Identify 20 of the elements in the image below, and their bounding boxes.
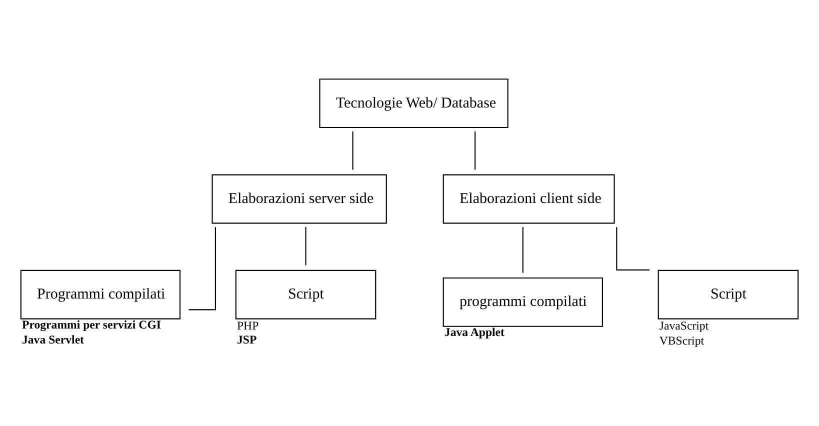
node-box: Script xyxy=(235,269,376,319)
connector xyxy=(522,226,524,272)
connector xyxy=(188,226,216,310)
node-box: Programmi compilati xyxy=(20,269,181,319)
node-label: JSP xyxy=(236,332,257,346)
connector xyxy=(352,130,354,170)
connector xyxy=(305,226,306,265)
node-box: Elaborazioni client side xyxy=(442,174,615,224)
node-box: Tecnologie Web/ Database xyxy=(319,78,508,128)
connector xyxy=(616,226,650,270)
node-box: Script xyxy=(658,269,799,319)
node-label: Java Servlet xyxy=(22,332,84,346)
node-box: Elaborazioni server side xyxy=(212,174,387,224)
connector xyxy=(474,130,476,170)
node-label: PHP xyxy=(236,318,259,332)
node-label: Programmi per servizi CGI xyxy=(22,316,161,331)
node-label: Java Applet xyxy=(444,324,504,338)
node-box: programmi compilati xyxy=(442,276,603,326)
node-label: VBScript xyxy=(659,332,704,347)
node-label: JavaScript xyxy=(659,318,709,332)
